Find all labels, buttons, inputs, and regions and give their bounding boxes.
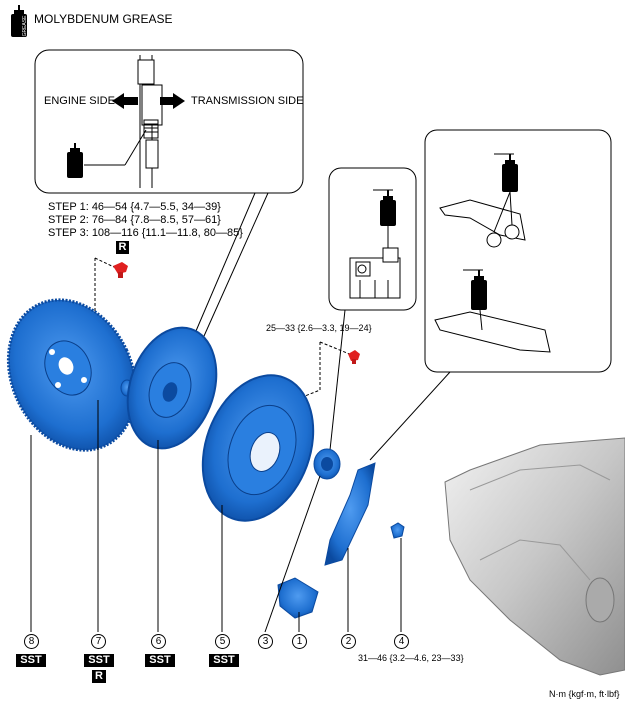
transmission-housing <box>444 437 625 676</box>
engine-side-arrow <box>112 93 138 109</box>
torque-pressure-plate: 25—33 {2.6—3.3, 19—24} <box>266 323 372 333</box>
leader-mid <box>329 309 346 451</box>
release-fork <box>324 462 376 566</box>
clutch-disc <box>126 326 218 450</box>
torque-step-1: STEP 1: 46—54 {4.7—5.5, 34—39} <box>48 201 221 213</box>
part-number-2: 2 <box>341 634 356 649</box>
clutch-cover <box>201 374 315 522</box>
transmission-side-arrow <box>160 93 185 109</box>
leader-left-1 <box>189 192 256 346</box>
transmission-side-label: TRANSMISSION SIDE <box>191 95 304 107</box>
replace-badge-pilot-bearing: R <box>92 670 106 683</box>
detail-box-release-bearing <box>328 167 417 311</box>
torque-fork-pivot: 31—46 {3.2—4.6, 23—33} <box>358 653 464 663</box>
flywheel <box>6 298 138 452</box>
part-number-5: 5 <box>215 634 230 649</box>
torque-step-3: STEP 3: 108—116 {11.1—11.8, 80—85} <box>48 227 243 239</box>
grease-can-icon: GREASE <box>11 5 28 37</box>
sst-badge-pilot-bearing: SST <box>84 654 114 667</box>
engine-side-label: ENGINE SIDE <box>44 95 115 107</box>
detail-box-input-shaft <box>34 49 304 194</box>
part-number-1: 1 <box>292 634 307 649</box>
part-number-6: 6 <box>151 634 166 649</box>
replace-badge-flywheel-bolt: R <box>116 241 129 254</box>
torque-step-2: STEP 2: 76—84 {7.8—8.5, 57—61} <box>48 214 221 226</box>
pressure-plate-bolt <box>348 350 360 364</box>
part-number-3: 3 <box>258 634 273 649</box>
svg-text:GREASE: GREASE <box>22 15 28 37</box>
flywheel-bolt <box>113 262 128 278</box>
release-fork-boot <box>277 577 319 619</box>
release-bearing <box>313 448 341 480</box>
part-number-4: 4 <box>394 634 409 649</box>
legend-label: MOLYBDENUM GREASE <box>34 12 173 26</box>
release-fork-pivot <box>390 522 405 539</box>
leader-right <box>369 371 451 461</box>
part-number-7: 7 <box>91 634 106 649</box>
torque-units: N·m {kgf·m, ft·lbf} <box>549 689 620 699</box>
detail-box-release-fork <box>424 129 612 373</box>
sst-badge-clutch-cover: SST <box>209 654 239 667</box>
part-number-8: 8 <box>24 634 39 649</box>
leader-left-2 <box>199 192 269 346</box>
sst-badge-flywheel: SST <box>16 654 46 667</box>
sst-badge-clutch-disc: SST <box>145 654 175 667</box>
